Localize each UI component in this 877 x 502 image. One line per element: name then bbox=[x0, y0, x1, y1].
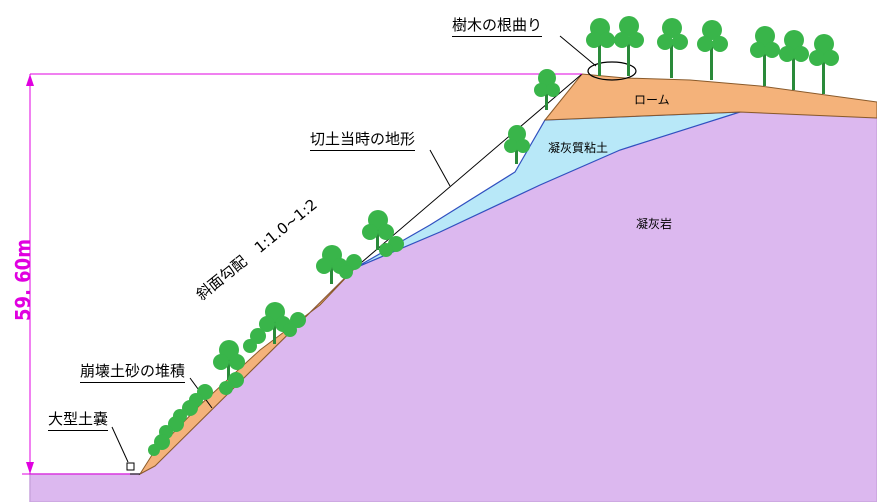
tree-icon bbox=[809, 34, 839, 94]
tree-icon bbox=[504, 125, 530, 164]
original-terrain-leader bbox=[429, 149, 451, 187]
sandbag-leader bbox=[111, 426, 129, 463]
tree-icon bbox=[213, 340, 245, 380]
tree-icon bbox=[148, 434, 170, 456]
label-sandbag: 大型土嚢 bbox=[48, 408, 109, 431]
dimension-arrow-top bbox=[26, 74, 34, 86]
label-tuff: 凝灰岩 bbox=[636, 217, 673, 231]
tree-icon bbox=[283, 312, 306, 337]
label-tuffaceous-clay: 凝灰質粘土 bbox=[548, 141, 609, 155]
label-collapse-deposit: 崩壊土砂の堆積 bbox=[80, 360, 186, 383]
label-height: 59. 60m bbox=[10, 239, 35, 321]
label-tree-root-bend: 樹木の根曲り bbox=[452, 14, 543, 37]
tree-icon bbox=[316, 245, 348, 284]
tree-icon bbox=[697, 20, 728, 80]
loam-layer bbox=[543, 73, 877, 121]
tree-icon bbox=[779, 30, 809, 90]
dimension-arrow-bottom bbox=[26, 462, 34, 474]
tree-icon bbox=[219, 372, 244, 395]
tree-icon bbox=[586, 18, 615, 76]
sandbag-icon bbox=[126, 462, 135, 471]
tree-icon bbox=[243, 328, 266, 353]
tree-icon bbox=[339, 254, 362, 279]
tree-icon bbox=[750, 26, 780, 86]
tree-icon bbox=[614, 16, 644, 76]
tree-icon bbox=[148, 210, 404, 456]
tree-icon bbox=[379, 236, 404, 257]
label-loam: ローム bbox=[634, 93, 670, 107]
tree-icon bbox=[362, 210, 394, 250]
tree-icon bbox=[504, 16, 839, 164]
label-original-terrain: 切土当時の地形 bbox=[310, 128, 416, 151]
root-bend-marker bbox=[587, 61, 637, 81]
tree-icon bbox=[657, 18, 688, 78]
tree-icon bbox=[534, 69, 560, 110]
root-bend-leader bbox=[559, 35, 597, 67]
